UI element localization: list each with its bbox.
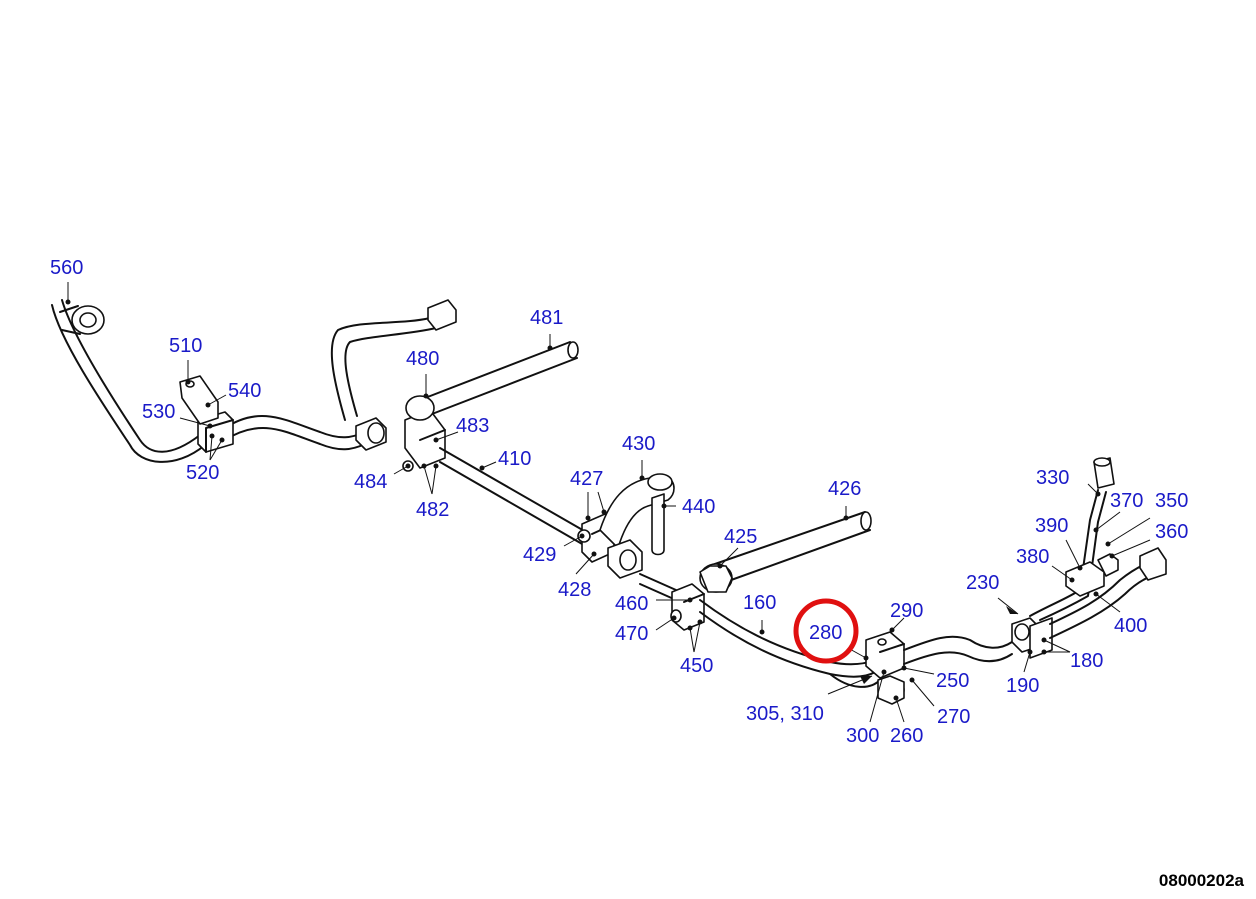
clamp-180-icon bbox=[1029, 617, 1053, 659]
part-label-428[interactable]: 428 bbox=[558, 579, 591, 601]
part-label-190[interactable]: 190 bbox=[1006, 675, 1039, 697]
part-label-440[interactable]: 440 bbox=[682, 496, 715, 518]
part-label-230[interactable]: 230 bbox=[966, 572, 999, 594]
pipe-assembly-drawing bbox=[51, 299, 1167, 705]
nut-560-icon bbox=[59, 305, 105, 335]
part-label-160[interactable]: 160 bbox=[743, 592, 776, 614]
part-label-400[interactable]: 400 bbox=[1114, 615, 1147, 637]
part-labels: 560 510 540 530 520 481 480 483 410 484 … bbox=[50, 257, 1188, 747]
valve-380-icon bbox=[1065, 553, 1119, 597]
part-label-330[interactable]: 330 bbox=[1036, 467, 1069, 489]
part-label-450[interactable]: 450 bbox=[680, 655, 713, 677]
part-label-480[interactable]: 480 bbox=[406, 348, 439, 370]
part-label-482[interactable]: 482 bbox=[416, 499, 449, 521]
part-label-429[interactable]: 429 bbox=[523, 544, 556, 566]
part-label-290[interactable]: 290 bbox=[890, 600, 923, 622]
clamp-480-icon bbox=[402, 395, 446, 472]
part-label-360[interactable]: 360 bbox=[1155, 521, 1188, 543]
part-label-540[interactable]: 540 bbox=[228, 380, 261, 402]
part-label-300[interactable]: 300 bbox=[846, 725, 879, 747]
part-label-560[interactable]: 560 bbox=[50, 257, 83, 279]
bracket-430-icon bbox=[599, 473, 675, 556]
part-label-270[interactable]: 270 bbox=[937, 706, 970, 728]
part-label-426[interactable]: 426 bbox=[828, 478, 861, 500]
part-label-380[interactable]: 380 bbox=[1016, 546, 1049, 568]
part-label-390[interactable]: 390 bbox=[1035, 515, 1068, 537]
part-label-260[interactable]: 260 bbox=[890, 725, 923, 747]
nut-425-icon bbox=[699, 563, 733, 593]
nut-left-484-icon bbox=[355, 417, 387, 451]
part-label-483[interactable]: 483 bbox=[456, 415, 489, 437]
part-label-510[interactable]: 510 bbox=[169, 335, 202, 357]
part-label-520[interactable]: 520 bbox=[186, 462, 219, 484]
part-label-305-310[interactable]: 305, 310 bbox=[746, 703, 824, 725]
fitting-330-icon bbox=[1093, 457, 1115, 489]
part-label-530[interactable]: 530 bbox=[142, 401, 175, 423]
part-label-180[interactable]: 180 bbox=[1070, 650, 1103, 672]
part-label-410[interactable]: 410 bbox=[498, 448, 531, 470]
part-label-470[interactable]: 470 bbox=[615, 623, 648, 645]
part-label-280[interactable]: 280 bbox=[809, 622, 842, 644]
nut-428-icon bbox=[607, 539, 643, 579]
part-label-370[interactable]: 370 bbox=[1110, 490, 1143, 512]
part-label-350[interactable]: 350 bbox=[1155, 490, 1188, 512]
highlight-ring-280 bbox=[793, 598, 859, 664]
part-label-425[interactable]: 425 bbox=[724, 526, 757, 548]
bolt-260-icon bbox=[877, 675, 905, 705]
part-label-427[interactable]: 427 bbox=[570, 468, 603, 490]
drawing-id: 08000202a bbox=[1158, 871, 1244, 890]
part-label-484[interactable]: 484 bbox=[354, 471, 387, 493]
part-label-481[interactable]: 481 bbox=[530, 307, 563, 329]
fitting-top-icon bbox=[427, 299, 457, 331]
leader-lines bbox=[65, 282, 1151, 723]
bracket-510-icon bbox=[179, 375, 219, 425]
part-label-430[interactable]: 430 bbox=[622, 433, 655, 455]
part-label-460[interactable]: 460 bbox=[615, 593, 648, 615]
part-label-250[interactable]: 250 bbox=[936, 670, 969, 692]
nut-400-icon bbox=[1139, 547, 1167, 581]
